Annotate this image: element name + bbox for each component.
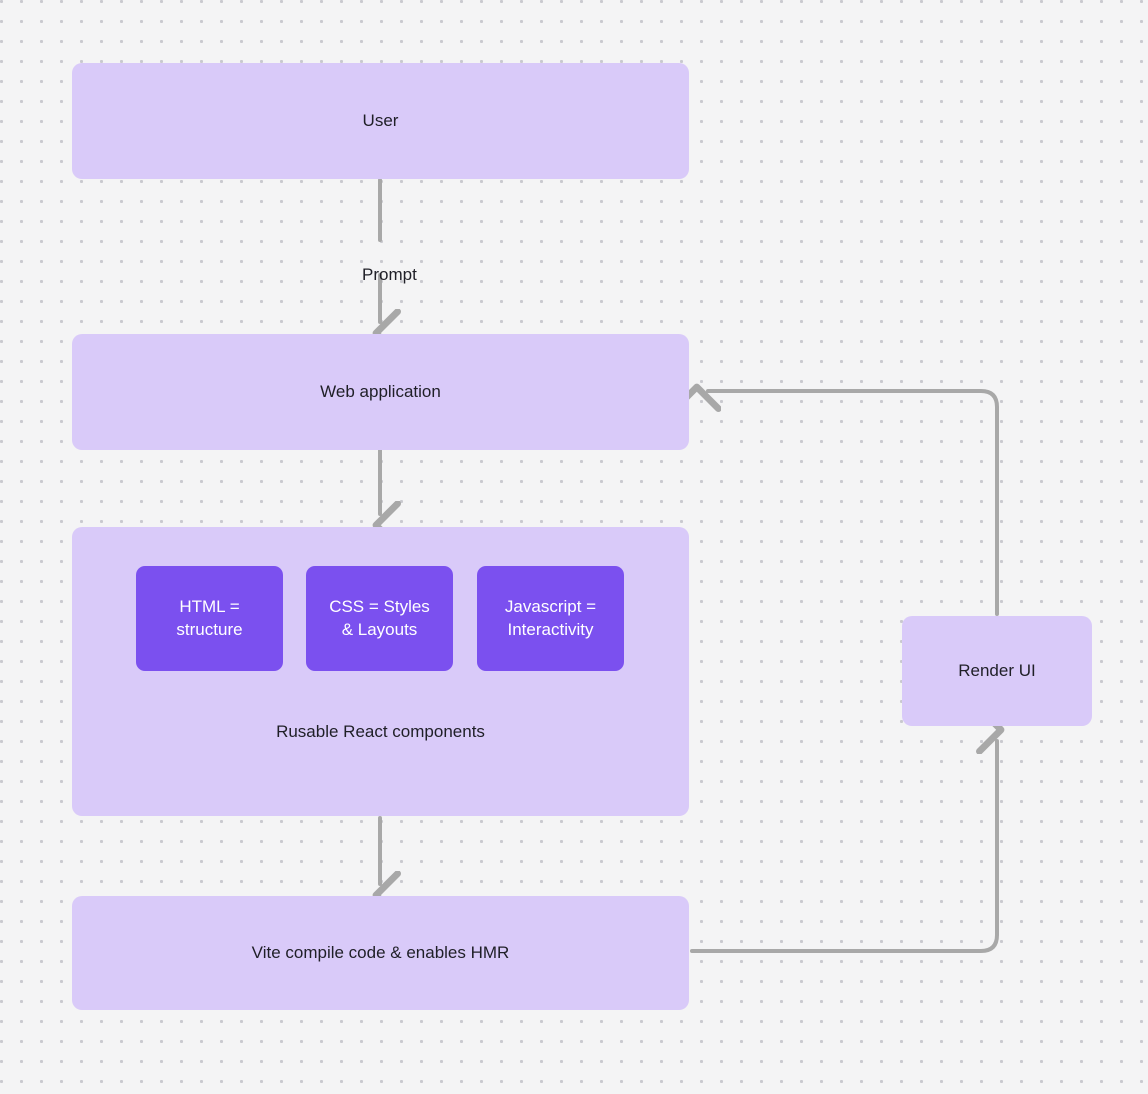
node-javascript-chip[interactable]: Javascript = Interactivity — [477, 566, 624, 671]
node-react-components-group[interactable]: HTML = structure CSS = Styles & Layouts … — [72, 527, 689, 816]
node-vite[interactable]: Vite compile code & enables HMR — [72, 896, 689, 1010]
node-css-chip-label: CSS = Styles & Layouts — [329, 597, 430, 639]
node-render-ui[interactable]: Render UI — [902, 616, 1092, 726]
node-web-application-label: Web application — [320, 382, 441, 402]
node-css-chip[interactable]: CSS = Styles & Layouts — [306, 566, 453, 671]
node-javascript-chip-label: Javascript = Interactivity — [504, 597, 597, 639]
edge-label-prompt-text: Prompt — [362, 265, 417, 284]
node-vite-label: Vite compile code & enables HMR — [251, 943, 510, 963]
node-render-ui-label: Render UI — [958, 661, 1036, 681]
node-user[interactable]: User — [72, 63, 689, 179]
node-react-components-caption: Rusable React components — [72, 721, 689, 742]
edge-render-to-webapp — [708, 391, 999, 616]
node-html-chip-label: HTML = structure — [176, 597, 243, 639]
node-react-components-caption-text: Rusable React components — [276, 722, 485, 741]
node-web-application[interactable]: Web application — [72, 334, 689, 450]
edge-label-prompt: Prompt — [330, 245, 430, 305]
edge-vite-to-render — [690, 741, 997, 953]
node-html-chip[interactable]: HTML = structure — [136, 566, 283, 671]
node-user-label: User — [362, 111, 399, 131]
